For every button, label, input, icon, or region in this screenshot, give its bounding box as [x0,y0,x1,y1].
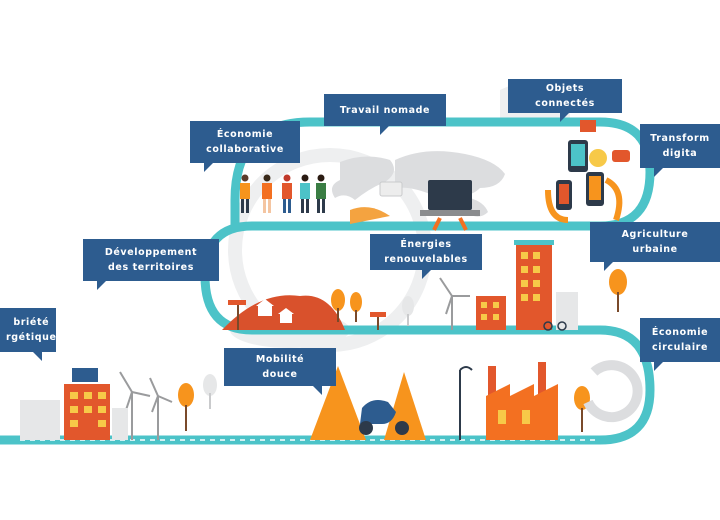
connected-devices [545,120,630,223]
laptop-workstation [350,168,480,231]
people-group [240,174,326,213]
hill-with-houses [222,295,386,330]
label-objets-connectes: Objets connectés [508,79,622,122]
label-agriculture-urbaine: Agriculture urbaine [590,222,720,271]
label-mobilite-douce: Mobilité douce [224,348,336,395]
label-developpement-territoires: Développement des territoires [83,239,219,290]
trees [178,269,627,432]
mobility-scene [310,366,473,440]
wind-turbine [439,277,470,330]
label-transformation-digitale: Transform digita [640,124,720,177]
solar-house [20,368,128,440]
label-economie-circulaire: Économie circulaire [640,318,720,371]
city-buildings [476,240,578,331]
label-energies-renouvelables: Énergies renouvelables [370,234,482,279]
factory [486,362,558,440]
recycling-ring [583,360,643,423]
wind-turbines-lower [119,371,173,440]
label-travail-nomade: Travail nomade [324,94,446,135]
label-economie-collaborative: Économie collaborative [190,121,300,172]
label-sobriete-energetique: briété rgétique [0,308,56,361]
